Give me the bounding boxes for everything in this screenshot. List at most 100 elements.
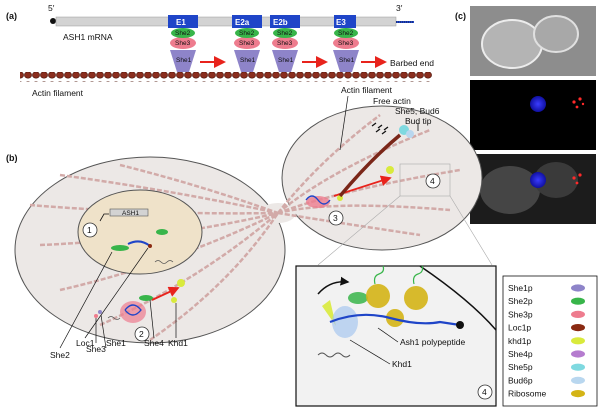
legend-swatch [571, 284, 585, 292]
she3-blob [306, 196, 330, 208]
mrna-dot [575, 181, 579, 185]
ash1-gene-bar [109, 208, 149, 217]
leader-line [349, 339, 391, 365]
she2-blob [171, 28, 195, 38]
legend-swatch [571, 324, 585, 332]
legend-swatch [571, 363, 585, 371]
panel-c-label: (c) [455, 11, 466, 21]
mrna-strand [329, 313, 461, 327]
leader-line [377, 327, 399, 343]
mrna-strand [305, 195, 331, 205]
bud6-blob [406, 130, 414, 138]
she3-blob [170, 37, 196, 49]
free-actin-label: Free actin [373, 96, 411, 106]
barbed-end-label: Barbed end [390, 58, 434, 68]
panel-c: (c) [455, 6, 596, 224]
bud6-blob [332, 306, 358, 338]
element-label-e1: E1 [176, 18, 186, 27]
she1-motor-shape [272, 50, 298, 72]
inset-frame [295, 265, 497, 407]
callout-leaders [59, 247, 177, 349]
ribosome-blob [404, 286, 428, 310]
legend-swatch [571, 390, 585, 398]
legend-swatch [571, 350, 585, 358]
inset-membrane [419, 265, 497, 331]
five-prime-cap [50, 18, 56, 24]
legend-swatch [571, 337, 585, 345]
mrna-dot [572, 100, 576, 104]
element-e1 [168, 15, 198, 28]
svg-text:3: 3 [333, 213, 338, 223]
legend-item-label: She5p [508, 362, 533, 372]
she3-dot [94, 314, 98, 318]
merge-cell [480, 166, 540, 214]
mrna-dot [578, 97, 582, 101]
she2-blob [348, 292, 368, 304]
legend-swatch [571, 297, 585, 305]
she3-label: She3 [175, 40, 191, 47]
callout-loc1: Loc1 [76, 338, 95, 348]
legend-item: She3p [508, 309, 585, 319]
element-e3 [334, 15, 356, 28]
movement-arrow [151, 286, 180, 301]
she2-blob [111, 245, 129, 251]
polypeptide-chain [373, 265, 385, 285]
inset-step-label: 4 [482, 387, 487, 397]
three-prime-label: 3′ [396, 3, 403, 13]
callout-she1: She1 [106, 338, 126, 348]
legend-item: khd1p [508, 336, 585, 346]
callout-she2: She2 [50, 350, 70, 360]
step-marker-4: 4 [425, 173, 441, 189]
free-actin [371, 122, 389, 135]
she3-blob [234, 37, 260, 49]
polypeptide-label: Ash1 polypeptide [400, 337, 465, 347]
actin-filament-label-b: Actin filament [341, 85, 393, 95]
transcription-start [99, 213, 109, 222]
she1-motor-shape [333, 50, 359, 72]
legend-item: She5p [508, 362, 585, 372]
inset-step-marker [477, 384, 493, 400]
legend: She1pShe2pShe3pLoc1pkhd1pShe4pShe5pBud6p… [502, 275, 598, 407]
ribosome-blob [386, 309, 404, 327]
complex-e2b: She2 She3 She1 [272, 28, 298, 72]
zoom-line [317, 195, 401, 266]
mrna-strand [124, 304, 142, 316]
khd1-dot [386, 166, 394, 174]
legend-item: She4p [508, 349, 585, 359]
polypeptide-chain [412, 265, 424, 285]
callout-she4: She4 [144, 338, 164, 348]
step-marker-1: 1 [82, 222, 98, 238]
loc1-dot [148, 244, 152, 248]
ribosome-blob [366, 284, 390, 308]
micrograph-cell [481, 19, 543, 69]
mrna-dot [572, 176, 576, 180]
step-marker-2: 2 [134, 326, 150, 342]
panel-b: (b) ASH1 [6, 85, 493, 360]
legend-item-label: khd1p [508, 336, 531, 346]
svg-text:4: 4 [430, 176, 435, 186]
she3-blob [120, 301, 146, 323]
complex-e3: She2 She3 She1 [333, 28, 359, 72]
inset-khd1-label: Khd1 [392, 359, 412, 369]
nucleus [77, 189, 203, 275]
zoom-box [399, 163, 451, 197]
she3-label: She3 [239, 40, 255, 47]
legend-item-label: She4p [508, 349, 533, 359]
callout-khd1: Khd1 [168, 338, 188, 348]
legend-item-label: She1p [508, 283, 533, 293]
callout-she3: She3 [86, 344, 106, 354]
legend-items: She1pShe2pShe3pLoc1pkhd1pShe4pShe5pBud6p… [508, 283, 585, 399]
legend-item: She1p [508, 283, 585, 293]
nucleus-stain [530, 96, 546, 112]
inset-panel: Ash1 polypeptide Khd1 4 [295, 265, 497, 407]
micrograph-bud [533, 15, 579, 53]
she1-motor-shape [170, 50, 196, 72]
element-label-e2a: E2a [235, 18, 250, 27]
legend-item-label: Ribosome [508, 389, 547, 399]
bud-tip-label: Bud tip [405, 116, 432, 126]
she1-dot [98, 310, 102, 314]
cap-dot [456, 321, 464, 329]
leader-line [339, 95, 349, 151]
